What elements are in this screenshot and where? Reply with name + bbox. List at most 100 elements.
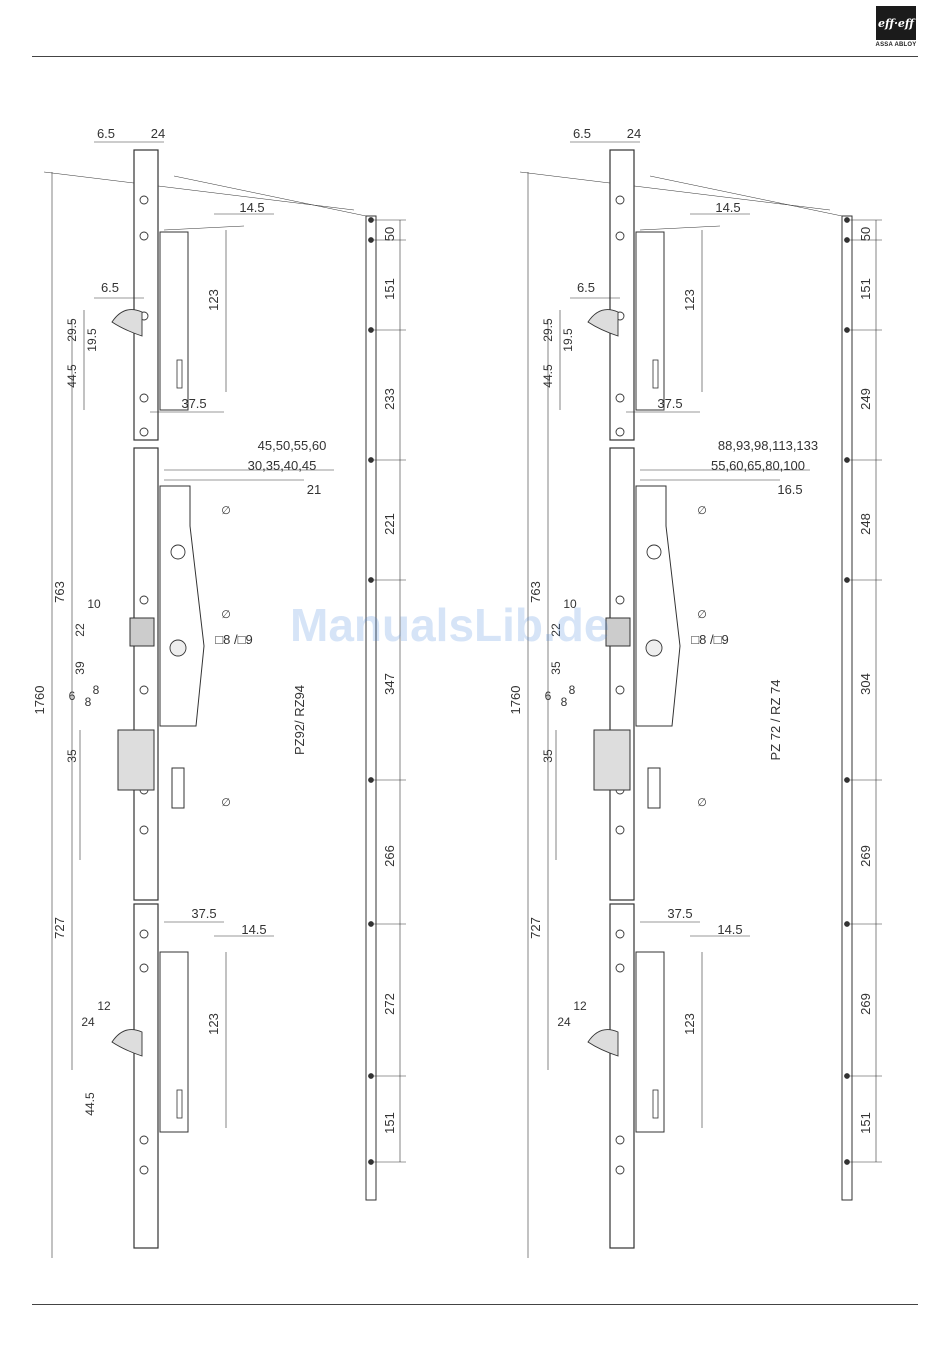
- top-latch-hook: [111, 309, 143, 337]
- strip-hole-7: [844, 1073, 850, 1079]
- bottom-d24-label: 24: [81, 1015, 95, 1029]
- bottom-slot: [176, 1089, 183, 1119]
- phi-symbol-3: ∅: [221, 797, 231, 809]
- backsets-a-label: 88,93,98,113,133: [718, 438, 818, 453]
- face-label: 16.5: [777, 482, 802, 497]
- strip-hole-8: [844, 1159, 850, 1165]
- top-offset-line: [639, 225, 721, 231]
- width-b-label: 24: [627, 126, 641, 141]
- top-pitch-label: 37.5: [181, 396, 206, 411]
- main-follower: [169, 639, 187, 657]
- square-spindle-label: □8 /□9: [215, 632, 252, 647]
- phi-symbol-3: ∅: [697, 797, 707, 809]
- d8b-label: 8: [85, 695, 92, 709]
- bottom-screw-hole-0: [615, 929, 625, 939]
- strip-hole-4: [844, 577, 850, 583]
- top-d3-label: 44.5: [65, 364, 79, 388]
- main-deadbolt: [117, 729, 155, 791]
- bottom-screw-hole-2: [139, 1135, 149, 1145]
- strip-segment-label: 272: [382, 993, 397, 1015]
- strip-segment-label: 151: [858, 1112, 873, 1134]
- bottom-bolt-case: [635, 951, 665, 1133]
- latch-d10-label: 10: [87, 597, 101, 611]
- width-a-label: 6.5: [573, 126, 591, 141]
- bottom-d44-label: 44.5: [83, 1092, 97, 1116]
- square-spindle-label: □8 /□9: [691, 632, 728, 647]
- bottom-offset-label: 14.5: [717, 922, 742, 937]
- bottom-d24-label: 24: [557, 1015, 571, 1029]
- latch-d39-label: 35: [549, 661, 563, 675]
- bottom-d12-label: 12: [573, 999, 587, 1013]
- top-latch-x-label: 6.5: [577, 280, 595, 295]
- d8a-label: 8: [93, 683, 100, 697]
- latch-d22-label: 22: [73, 623, 87, 637]
- deadbolt-d35-label: 35: [65, 749, 79, 763]
- d8b-label: 8: [561, 695, 568, 709]
- top-bolt-height-label: 123: [206, 289, 221, 311]
- strip-hole-2: [844, 327, 850, 333]
- bottom-latch-hook: [587, 1029, 619, 1057]
- bottom-faceplate: [609, 903, 635, 1249]
- top-bolt-case: [635, 231, 665, 411]
- bottom-pitch-label: 37.5: [191, 906, 216, 921]
- strip-hole-3: [368, 457, 374, 463]
- strip-hole-7: [368, 1073, 374, 1079]
- assa-abloy-brand: ASSA ABLOY: [875, 42, 917, 48]
- top-bolt-height-label: 123: [682, 289, 697, 311]
- main-screw-hole-1: [615, 685, 625, 695]
- phi-symbol-1: ∅: [697, 505, 707, 517]
- strip-leader: [173, 175, 367, 217]
- total-height-label: 1760: [32, 686, 47, 715]
- footer-rule: [32, 1304, 918, 1305]
- strip-segment-label: 151: [382, 278, 397, 300]
- bottom-slot: [652, 1089, 659, 1119]
- latch-d39-label: 39: [73, 661, 87, 675]
- profile-cylinder-label: PZ 72 / RZ 74: [768, 680, 783, 761]
- top-d3-label: 44.5: [541, 364, 555, 388]
- strip-hole-0: [368, 217, 374, 223]
- top-screw-hole-1: [615, 231, 625, 241]
- main-faceplate: [609, 447, 635, 901]
- bottom-screw-hole-2: [615, 1135, 625, 1145]
- strip-hole-6: [368, 921, 374, 927]
- total-height-label: 1760: [508, 686, 523, 715]
- d8a-label: 8: [569, 683, 576, 697]
- top-screw-hole-4: [615, 427, 625, 437]
- bottom-screw-hole-3: [615, 1165, 625, 1175]
- bottom-d12-label: 12: [97, 999, 111, 1013]
- top-faceplate: [609, 149, 635, 441]
- width-b-label: 24: [151, 126, 165, 141]
- top-latch-hook: [587, 309, 619, 337]
- main-screw-hole-0: [139, 595, 149, 605]
- main-cylinder-cut: [171, 767, 185, 809]
- main-latch: [605, 617, 631, 647]
- strip-hole-3: [844, 457, 850, 463]
- main-screw-hole-3: [615, 825, 625, 835]
- strip-hole-6: [844, 921, 850, 927]
- effeff-logo: eff·eff: [876, 6, 916, 40]
- bottom-height-label: 123: [682, 1013, 697, 1035]
- d6-label: 6: [69, 689, 76, 703]
- profile-cylinder-label: PZ92/ RZ94: [292, 685, 307, 755]
- strip-segment-label: 269: [858, 845, 873, 867]
- top-screw-hole-0: [615, 195, 625, 205]
- watermark: ManualsLib.de: [290, 599, 610, 651]
- top-bolt-case: [159, 231, 189, 411]
- striker-strip: [841, 215, 853, 1201]
- overall-top-extension: [519, 171, 831, 211]
- main-spindle-hole: [646, 544, 662, 560]
- bottom-screw-hole-1: [615, 963, 625, 973]
- main-deadbolt: [593, 729, 631, 791]
- overall-top-extension: [43, 171, 355, 211]
- bottom-height-label: 123: [206, 1013, 221, 1035]
- backsets-b-label: 55,60,65,80,100: [711, 458, 805, 473]
- lower-section-label: 727: [528, 917, 543, 939]
- top-screw-hole-3: [139, 393, 149, 403]
- top-pitch-label: 37.5: [657, 396, 682, 411]
- main-faceplate: [133, 447, 159, 901]
- strip-hole-5: [844, 777, 850, 783]
- top-offset-label: 14.5: [715, 200, 740, 215]
- strip-segment-label: 221: [382, 513, 397, 535]
- top-offset-line: [163, 225, 245, 231]
